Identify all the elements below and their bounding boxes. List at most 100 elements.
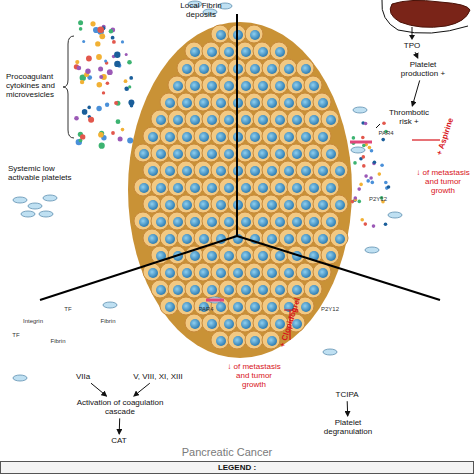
cell-nucleus: [318, 132, 328, 142]
cell-nucleus: [267, 132, 277, 142]
tumor-cell: [185, 144, 203, 162]
cytokine-dot: [114, 101, 118, 105]
cell-nucleus: [326, 183, 336, 193]
cytokine-dot: [109, 29, 113, 33]
cytokine-dot: [369, 176, 373, 180]
cell-nucleus: [301, 132, 311, 142]
cell-nucleus: [207, 183, 217, 193]
cell-nucleus: [182, 132, 192, 142]
tumor-cell: [321, 246, 339, 264]
cytokine-dot: [114, 52, 120, 58]
cytokine-dot: [75, 60, 79, 64]
cell-nucleus: [224, 115, 234, 125]
tumor-cell: [304, 280, 322, 298]
tumor-cell: [177, 59, 195, 77]
flow-text-node: VIIa: [70, 372, 96, 381]
cytokine-dot: [125, 53, 128, 56]
cell-nucleus: [301, 302, 311, 312]
cell-nucleus: [182, 268, 192, 278]
tumor-cell: [253, 246, 271, 264]
node-text: Thrombotic risk +: [389, 108, 429, 126]
tumor-cell: [313, 161, 331, 179]
cell-nucleus: [267, 200, 277, 210]
cell-nucleus: [275, 217, 285, 227]
cell-nucleus: [190, 217, 200, 227]
tumor-cell: [321, 144, 339, 162]
cell-nucleus: [275, 81, 285, 91]
tumor-cell: [287, 280, 305, 298]
tumor-cell: [270, 110, 288, 128]
tumor-cell: [304, 212, 322, 230]
tumor-cell: [185, 42, 203, 60]
tumor-cell: [160, 161, 178, 179]
cell-nucleus: [165, 234, 175, 244]
tumor-cell: [304, 144, 322, 162]
cytokine-dot: [353, 161, 357, 165]
tumor-cell: [211, 59, 229, 77]
cell-nucleus: [309, 81, 319, 91]
cytokine-dot: [387, 185, 391, 189]
cell-nucleus: [250, 132, 260, 142]
tumor-cell: [185, 76, 203, 94]
cytokine-dot: [124, 79, 128, 83]
tumor-cell: [236, 42, 254, 60]
cell-nucleus: [284, 200, 294, 210]
cytokine-dot: [127, 60, 132, 65]
cytokine-dot: [118, 136, 123, 141]
platelet: [103, 302, 117, 308]
tumor-cell: [219, 212, 237, 230]
cytokine-dot: [97, 27, 104, 34]
tumor-cell: [211, 331, 229, 349]
cytokine-dot: [85, 69, 90, 74]
platelet: [388, 212, 402, 218]
cell-nucleus: [156, 183, 166, 193]
tumor-cell: [262, 263, 280, 281]
cell-nucleus: [165, 166, 175, 176]
cell-nucleus: [267, 268, 277, 278]
flow-text-node: TCIPA: [330, 390, 364, 399]
annotation-label: Pancreatic Cancer: [172, 446, 282, 459]
flow-arrow: [134, 383, 150, 396]
tumor-cell: [194, 127, 212, 145]
tumor-cell: [168, 280, 186, 298]
cell-nucleus: [309, 115, 319, 125]
flow-arrow: [415, 52, 418, 58]
cell-nucleus: [335, 234, 345, 244]
cell-nucleus: [301, 234, 311, 244]
tumor-cell: [313, 229, 331, 247]
flow-text-node: V, VIII, XI, XIII: [122, 372, 194, 381]
tumor-cell: [151, 212, 169, 230]
cell-nucleus: [190, 285, 200, 295]
par-arrow-2: [206, 299, 224, 302]
tumor-cell: [253, 42, 271, 60]
cell-nucleus: [224, 47, 234, 57]
tumor-cell: [160, 229, 178, 247]
cell-nucleus: [199, 98, 209, 108]
cell-nucleus: [156, 217, 166, 227]
cell-nucleus: [233, 268, 243, 278]
cytokine-dot: [114, 61, 120, 67]
tumor-cell: [177, 297, 195, 315]
legend-box: LEGEND :: [0, 461, 474, 474]
cytokine-dot: [80, 80, 84, 84]
cytokine-dot: [359, 183, 363, 187]
drug-effect-label: ↓ of metastasis and tumor growth: [226, 362, 282, 390]
cell-nucleus: [284, 64, 294, 74]
cytokine-dot: [99, 143, 105, 149]
tumor-cell: [143, 195, 161, 213]
receptor-label: P2Y12: [366, 196, 390, 203]
cell-nucleus: [318, 98, 328, 108]
receptor-label: TF: [10, 332, 22, 339]
cell-nucleus: [199, 166, 209, 176]
cytokine-dot: [96, 106, 101, 111]
tumor-cell: [236, 76, 254, 94]
tumor-cell: [143, 161, 161, 179]
tumor-cell: [262, 195, 280, 213]
tumor-cell: [304, 76, 322, 94]
tumor-cell: [151, 144, 169, 162]
drug-effect-label: ↓ of metastasis and tumor growth: [416, 168, 470, 196]
cell-nucleus: [148, 166, 158, 176]
tumor-cell: [253, 280, 271, 298]
cell-nucleus: [258, 81, 268, 91]
cell-nucleus: [292, 183, 302, 193]
